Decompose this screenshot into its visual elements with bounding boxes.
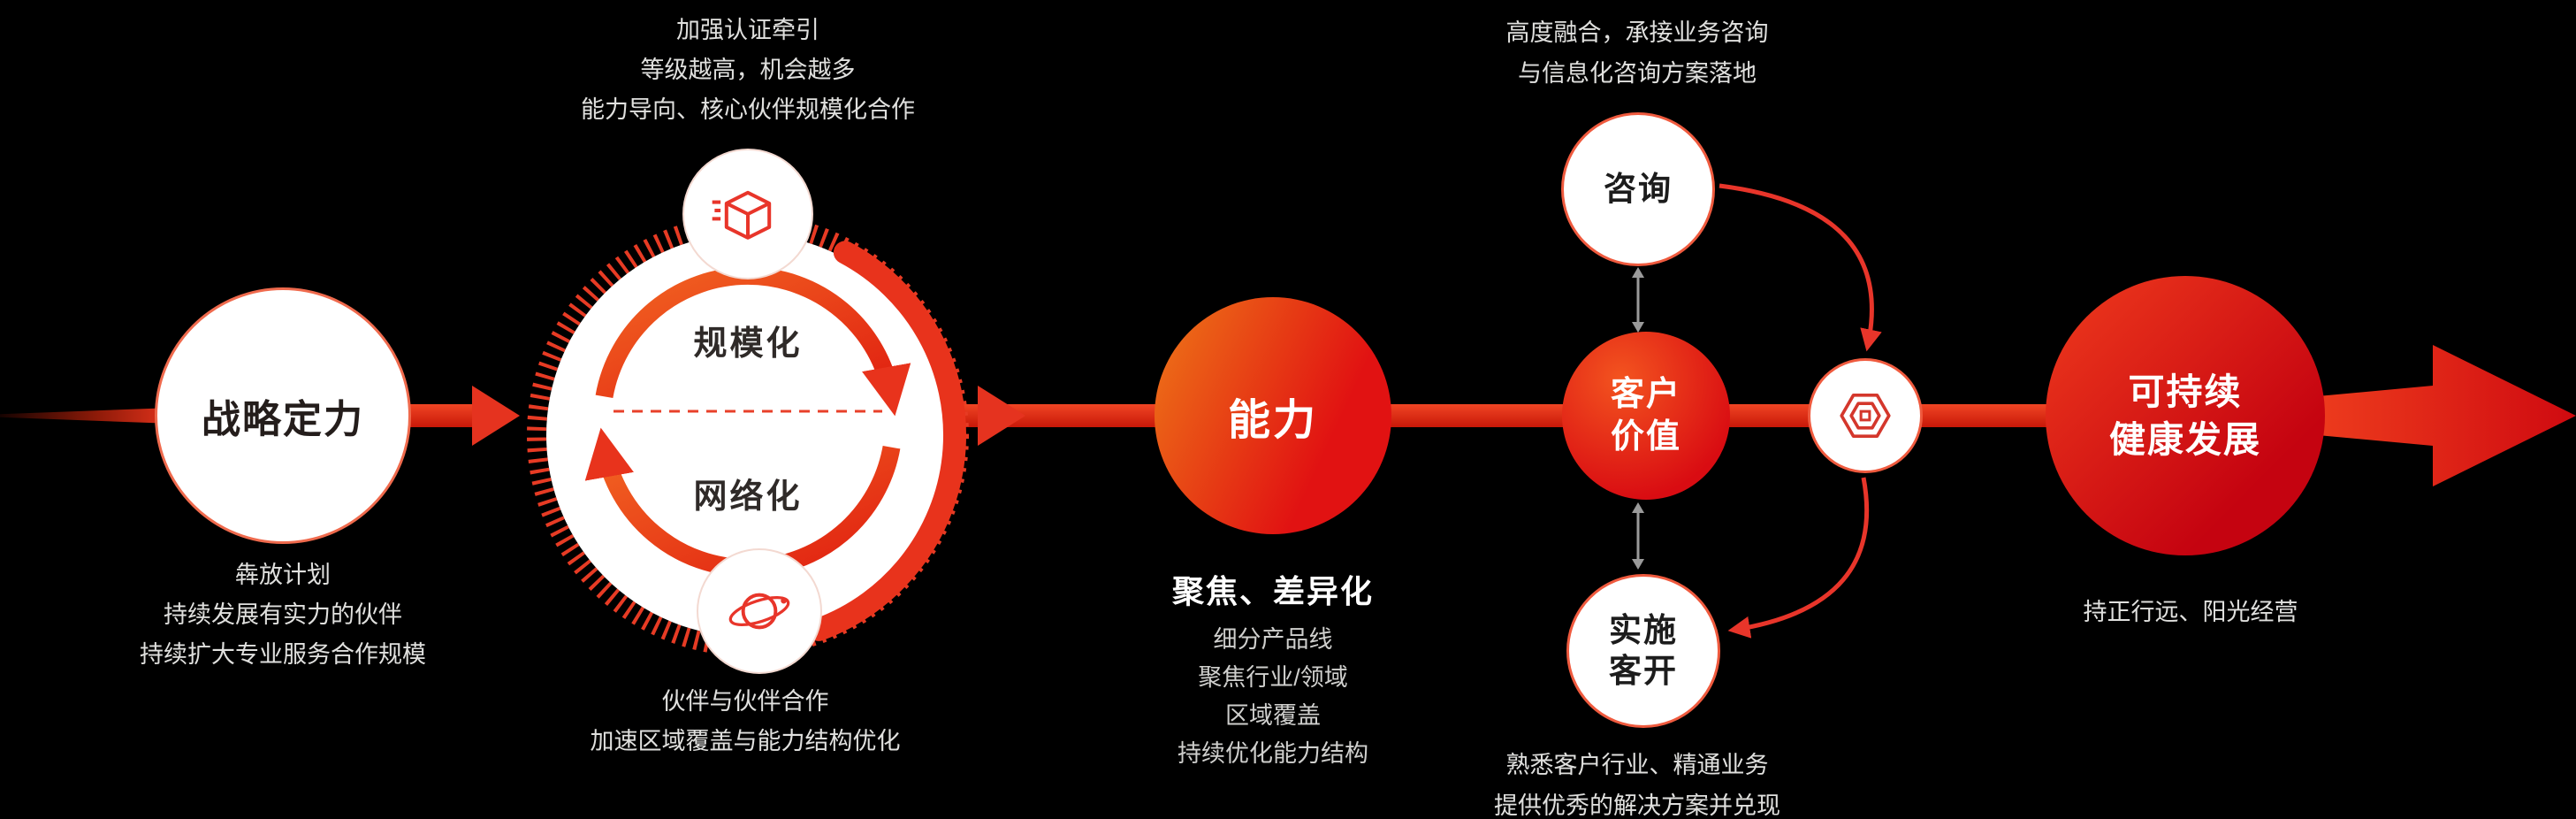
stage5-notes: 持正行远、阳光经营 — [2084, 593, 2298, 632]
lead-line — [0, 408, 173, 424]
stage1-title: 战略定力 — [202, 398, 364, 441]
stage4-implement-circle: 实施 客开 — [1566, 574, 1720, 728]
stage2-top-icon-circle — [682, 149, 813, 279]
stage2-label-network: 网络化 — [693, 478, 803, 516]
consult-implement-cycle-arrows — [1719, 183, 1882, 639]
consult-label: 咨询 — [1604, 171, 1673, 207]
stage1-notes: 犇放计划 持续发展有实力的伙伴 持续扩大专业服务合作规模 — [140, 555, 426, 675]
note-line: 持续扩大专业服务合作规模 — [140, 641, 426, 668]
stage1-circle: 战略定力 — [155, 287, 411, 544]
cube-icon — [712, 190, 772, 240]
note-line: 高度融合，承接业务咨询 — [1505, 19, 1769, 46]
note-line: 持续发展有实力的伙伴 — [164, 601, 402, 628]
note-line: 聚焦行业/领域 — [1198, 664, 1348, 691]
exchange-arrow-top-icon — [1632, 267, 1644, 333]
stage5-circle: 可持续 健康发展 — [2046, 276, 2325, 555]
stage4-bottom-notes: 熟悉客户行业、精通业务 提供优秀的解决方案并兑现 — [1494, 745, 1780, 819]
arrowhead-1-icon — [472, 386, 520, 446]
stage4-customer-value-circle: 客户 价值 — [1562, 332, 1730, 500]
stage5-title-line2: 健康发展 — [2109, 419, 2261, 460]
implement-label-line1: 实施 — [1609, 612, 1678, 648]
final-arrow-icon — [2298, 345, 2576, 486]
connector-bar-5 — [1918, 404, 2051, 427]
connector-bar-3 — [1379, 404, 1582, 427]
stage4-consult-circle: 咨询 — [1561, 112, 1715, 266]
stage5-title-line1: 可持续 — [2128, 371, 2243, 412]
note-line: 伙伴与伙伴合作 — [661, 688, 829, 715]
note-line: 加速区域覆盖与能力结构优化 — [590, 728, 901, 754]
stage3-title: 能力 — [1227, 397, 1318, 444]
stage4-link-circle — [1808, 358, 1923, 473]
stage3-circle: 能力 — [1155, 297, 1391, 534]
stage4-title-line2: 价值 — [1610, 418, 1681, 455]
note-line: 熟悉客户行业、精通业务 — [1505, 752, 1769, 778]
note-line: 区域覆盖 — [1225, 702, 1321, 729]
note-line: 持正行远、阳光经营 — [2083, 599, 2298, 625]
hexagon-icon — [1840, 394, 1891, 438]
note-line: 与信息化咨询方案落地 — [1518, 60, 1757, 87]
planet-icon — [728, 593, 790, 630]
stage2-bottom-notes: 伙伴与伙伴合作 加速区域覆盖与能力结构优化 — [591, 682, 901, 762]
exchange-arrow-bottom-icon — [1632, 502, 1644, 570]
stage2-top-notes: 加强认证牵引 等级越高，机会越多 能力导向、核心伙伴规模化合作 — [581, 11, 915, 130]
stage3-notes: 细分产品线 聚焦行业/领域 区域覆盖 持续优化能力结构 — [1177, 621, 1368, 773]
note-line: 犇放计划 — [235, 562, 331, 588]
implement-label-line2: 客开 — [1609, 653, 1678, 689]
note-line: 持续优化能力结构 — [1177, 740, 1368, 767]
note-line: 加强认证牵引 — [676, 17, 819, 43]
stage4-title-line1: 客户 — [1610, 376, 1681, 413]
stage3-subtitle: 聚焦、差异化 — [1171, 573, 1375, 609]
arrowhead-2-icon — [978, 386, 1025, 446]
note-line: 细分产品线 — [1213, 626, 1333, 653]
note-line: 能力导向、核心伙伴规模化合作 — [581, 96, 915, 123]
note-line: 等级越高，机会越多 — [640, 57, 856, 83]
connector-bar-4 — [1719, 404, 1812, 427]
stage2-bottom-icon-circle — [697, 548, 822, 674]
stage2-label-scale: 规模化 — [693, 325, 803, 363]
stage4-top-notes: 高度融合，承接业务咨询 与信息化咨询方案落地 — [1506, 12, 1769, 94]
note-line: 提供优秀的解决方案并兑现 — [1494, 792, 1780, 819]
